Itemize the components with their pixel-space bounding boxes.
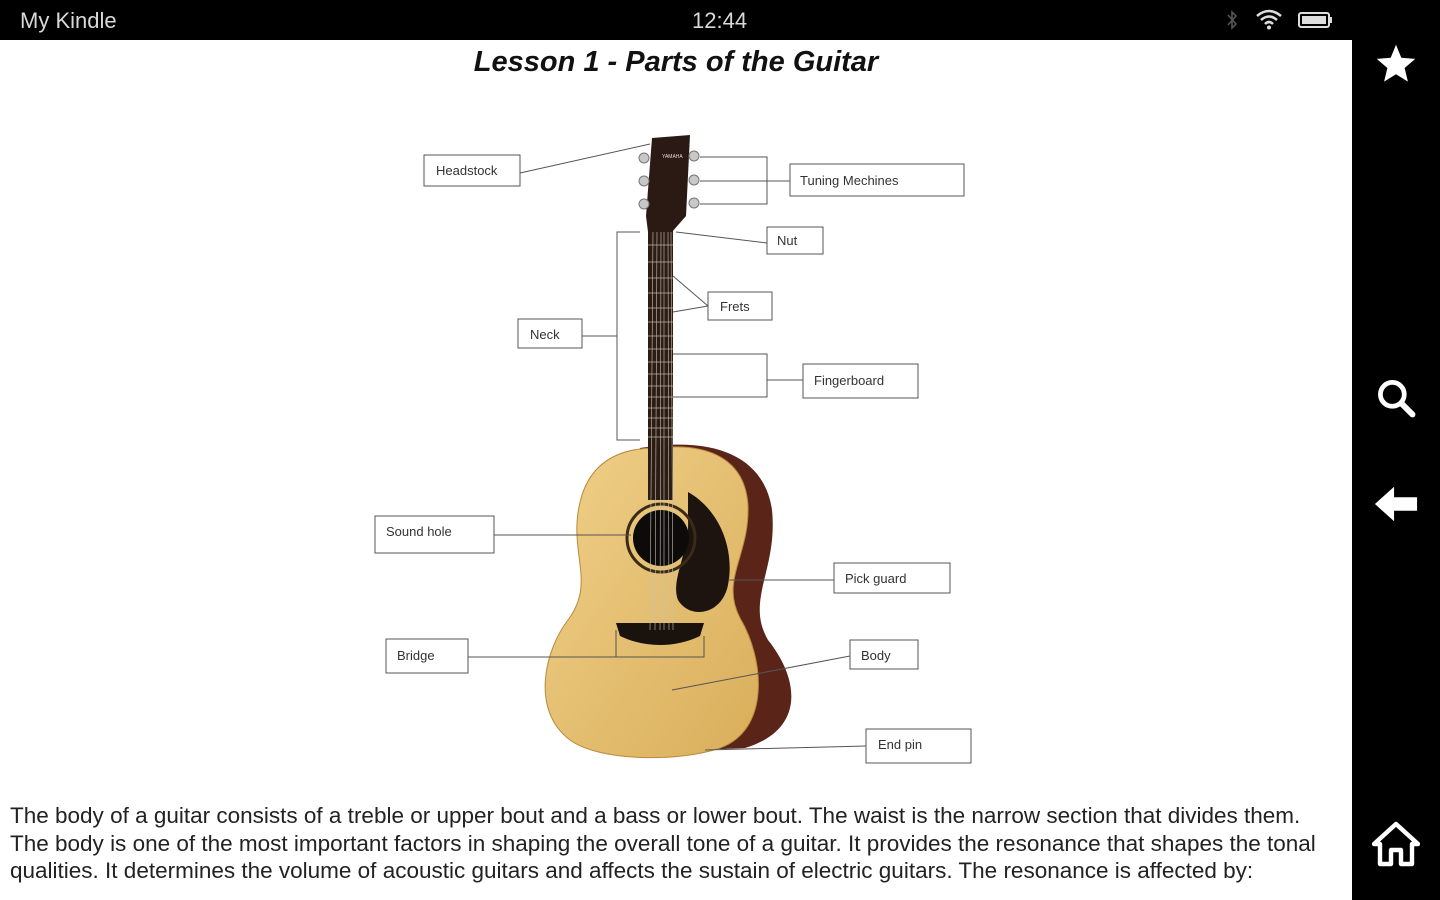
label-neck: Neck xyxy=(530,327,560,342)
search-button[interactable] xyxy=(1372,374,1420,422)
guitar-headstock xyxy=(646,135,690,232)
guitar-soundhole xyxy=(633,510,689,566)
label-sound-hole: Sound hole xyxy=(386,524,452,539)
label-nut: Nut xyxy=(777,233,798,248)
clock: 12:44 xyxy=(692,8,748,33)
status-bar: My Kindle 12:44 xyxy=(0,0,1440,40)
star-icon xyxy=(1376,44,1416,82)
diagram-label-boxes xyxy=(374,154,972,764)
headstock-brand-text: YAMAHA xyxy=(662,154,683,160)
reader-sidebar xyxy=(1352,40,1440,900)
guitar-strings xyxy=(649,229,674,631)
label-end-pin: End pin xyxy=(878,737,922,752)
back-button[interactable] xyxy=(1372,480,1420,528)
lesson-title: Lesson 1 - Parts of the Guitar xyxy=(473,46,879,78)
book-page[interactable]: Lesson 1 - Parts of the Guitar xyxy=(0,40,1352,900)
home-button[interactable] xyxy=(1372,820,1420,868)
label-fingerboard: Fingerboard xyxy=(814,373,884,388)
guitar-parts-diagram: YAMAHA xyxy=(374,135,972,764)
label-pick-guard: Pick guard xyxy=(845,571,906,586)
label-body: Body xyxy=(861,648,891,663)
home-icon xyxy=(1372,821,1420,867)
label-frets: Frets xyxy=(720,299,750,314)
label-headstock: Headstock xyxy=(436,163,498,178)
guitar-soundhole-ring xyxy=(625,502,697,574)
lesson-body-text: The body of a guitar consists of a trebl… xyxy=(10,803,1316,883)
bluetooth-icon xyxy=(1226,10,1238,35)
wifi-icon xyxy=(1255,8,1283,35)
bookmark-star-button[interactable] xyxy=(1372,40,1420,88)
guitar-bridge xyxy=(616,623,704,645)
label-tuning-mechines: Tuning Mechines xyxy=(800,173,899,188)
app-name: My Kindle xyxy=(20,8,117,33)
guitar-tuning-pegs xyxy=(638,150,700,210)
diagram-leader-lines xyxy=(468,143,867,751)
label-bridge: Bridge xyxy=(397,648,435,663)
back-arrow-icon xyxy=(1374,486,1418,522)
search-icon xyxy=(1378,380,1416,418)
battery-icon xyxy=(1298,12,1334,33)
